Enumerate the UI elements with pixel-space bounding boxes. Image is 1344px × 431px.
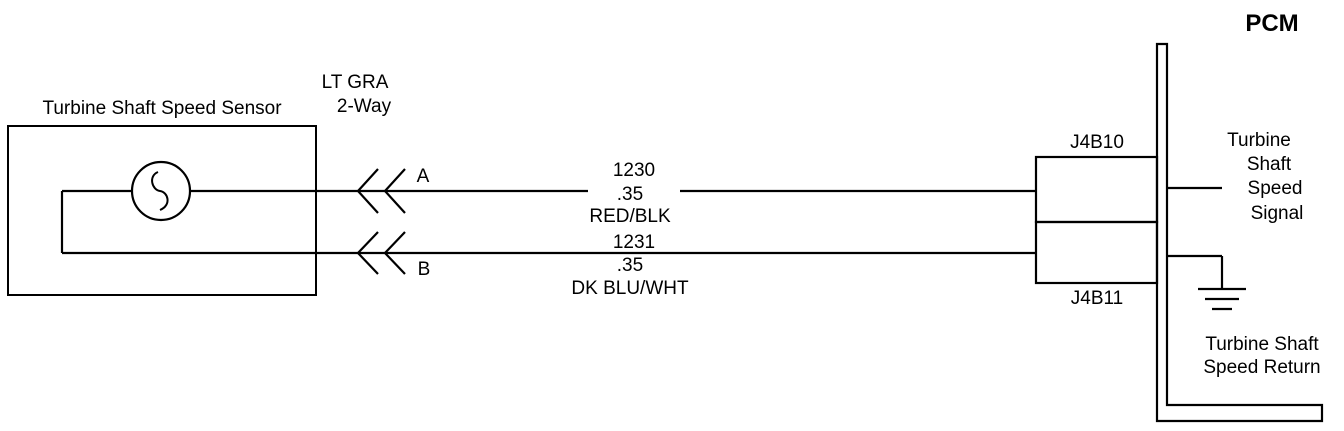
wire-b-color: DK BLU/WHT [571,278,689,299]
signal-label-line1: Turbine [1227,130,1291,151]
signal-label-line4: Signal [1251,203,1304,224]
signal-label-line3: Speed [1248,178,1303,199]
connector-female-icon [356,168,379,214]
pcm-boundary [1155,42,1324,423]
wire-a-color: RED/BLK [589,206,671,227]
terminal-b-label: J4B11 [1071,288,1123,309]
connector-male-icon [383,168,406,214]
pin-a-label: A [417,166,430,187]
wire-a-circuit: 1230 [613,160,655,181]
connector-color: LT GRA [322,72,389,93]
connector-type: 2-Way [337,96,392,117]
return-label-line1: Turbine Shaft [1205,334,1319,355]
return-label-line2: Speed Return [1203,357,1320,378]
pcm-terminal-a [1034,155,1159,224]
wire-a-gauge: .35 [617,184,643,205]
pcm-title: PCM [1245,10,1298,37]
pin-b-label: B [418,259,431,280]
wire-b-gauge: .35 [617,255,643,276]
pcm-terminal-b [1034,220,1159,285]
sensor-box [7,125,317,296]
wire-b-circuit: 1231 [613,232,655,253]
connector-female-icon [356,231,379,275]
terminal-a-label: J4B10 [1070,132,1124,153]
sensor-label: Turbine Shaft Speed Sensor [42,98,282,119]
signal-label-line2: Shaft [1247,154,1292,175]
connector-male-icon [383,231,406,275]
sine-wave-icon [151,171,169,211]
